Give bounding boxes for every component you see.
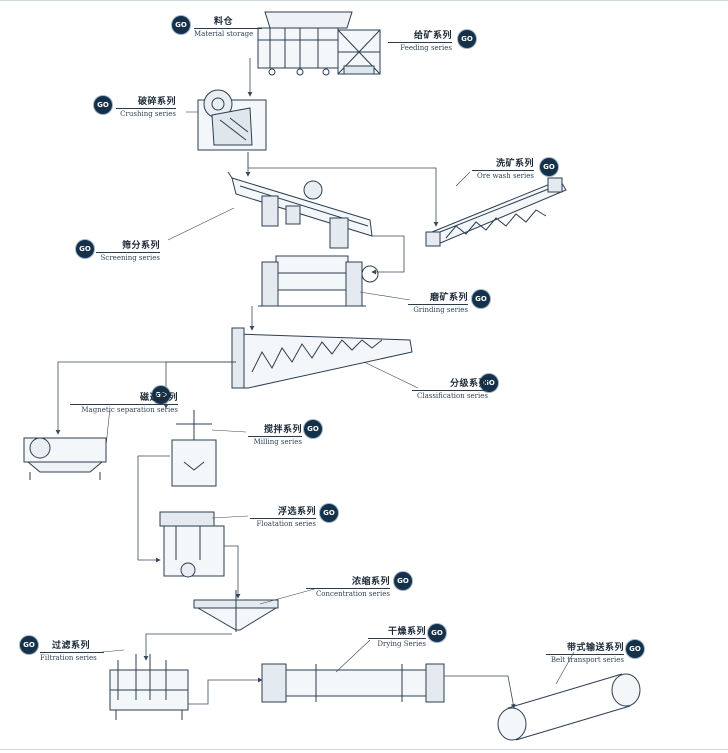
filter-press — [109, 654, 189, 720]
label-screening: 筛分系列 Screening series — [96, 238, 160, 262]
go-belt[interactable]: GO — [626, 640, 644, 658]
label-drying: 干燥系列 Drying Series — [368, 624, 426, 648]
vibrating-screen — [227, 171, 373, 249]
ore-washer — [425, 177, 567, 247]
go-crushing[interactable]: GO — [94, 96, 112, 114]
label-belt: 带式输送系列 Belt transport series — [546, 640, 624, 664]
label-concentration: 浓缩系列 Concentration series — [306, 574, 390, 598]
thickener — [193, 590, 279, 632]
ball-mill — [258, 255, 379, 307]
label-magnetic: 磁选系列 Magnetic separation series — [70, 390, 178, 414]
go-floatation[interactable]: GO — [320, 504, 338, 522]
go-filtration[interactable]: GO — [20, 636, 38, 654]
go-grinding[interactable]: GO — [472, 290, 490, 308]
go-magnetic[interactable]: GO — [152, 386, 170, 404]
go-material-storage[interactable]: GO — [172, 16, 190, 34]
label-grinding: 磨矿系列 Grinding series — [408, 290, 468, 314]
label-floatation: 浮选系列 Floatation series — [250, 504, 316, 528]
magnetic-separator — [23, 437, 107, 480]
go-screening[interactable]: GO — [76, 240, 94, 258]
go-drying[interactable]: GO — [428, 624, 446, 642]
go-feeding[interactable]: GO — [458, 30, 476, 48]
agitation-tank — [171, 410, 217, 487]
go-milling[interactable]: GO — [304, 420, 322, 438]
spiral-classifier — [231, 327, 413, 389]
label-milling: 搅拌系列 Milling series — [248, 422, 302, 446]
leader-lines — [101, 111, 575, 685]
bottom-border — [0, 749, 728, 750]
material-storage-bin — [257, 11, 353, 76]
label-filtration: 过滤系列 Filtration series — [40, 638, 104, 662]
belt-conveyor — [497, 673, 641, 741]
label-ore-wash: 洗矿系列 Ore wash series — [472, 156, 534, 180]
go-concentration[interactable]: GO — [394, 572, 412, 590]
label-feeding: 给矿系列 Feeding series — [388, 28, 452, 52]
label-material-storage: 料仓 Material storage — [194, 14, 262, 38]
jaw-crusher — [197, 89, 267, 151]
go-classification[interactable]: GO — [480, 374, 498, 392]
flotation-cell — [159, 511, 225, 578]
top-border — [0, 0, 728, 1]
feeder-machine — [337, 29, 381, 75]
label-classification: 分级系列 Classification series — [412, 376, 488, 400]
rotary-dryer — [261, 663, 445, 703]
label-crushing: 破碎系列 Crushing series — [116, 94, 176, 118]
go-ore-wash[interactable]: GO — [540, 158, 558, 176]
